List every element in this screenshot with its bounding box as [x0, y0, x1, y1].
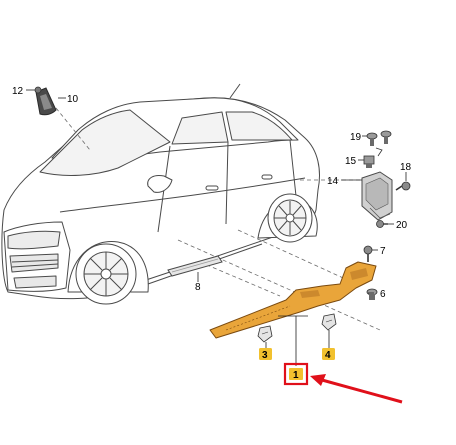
front-wheel — [75, 243, 137, 305]
svg-text:1: 1 — [293, 370, 299, 381]
car-grille-slats — [11, 259, 59, 268]
part-15-clip[interactable] — [363, 155, 375, 168]
part-20-screw[interactable] — [376, 220, 389, 228]
callout-8: 8 — [195, 282, 201, 293]
car-illustration — [1, 83, 320, 300]
callout-6: 6 — [380, 289, 386, 300]
car-antenna — [229, 83, 241, 99]
car-headlight — [7, 230, 61, 250]
part-19-push-clips[interactable] — [366, 130, 392, 157]
part-1-underbody-trim[interactable] — [209, 261, 377, 339]
callout-7: 7 — [380, 246, 386, 257]
svg-text:3: 3 — [262, 350, 268, 361]
callout-1-selected[interactable]: 1 — [283, 362, 309, 386]
car-lower-intake — [13, 275, 57, 289]
part-18-bolt[interactable] — [395, 181, 411, 191]
part-14-bracket[interactable] — [361, 171, 393, 221]
part-8-trim-strip[interactable] — [167, 255, 223, 277]
car-rear-door-handle — [261, 174, 273, 180]
part-10-triangle-cover[interactable] — [35, 87, 57, 116]
car-front-window — [171, 111, 229, 145]
car-side-mirror — [147, 175, 173, 193]
leader-1 — [278, 315, 308, 366]
callout-4-badge[interactable]: 4 — [322, 348, 335, 361]
part-7-screw[interactable] — [363, 245, 373, 262]
car-character-line — [59, 177, 306, 213]
rear-wheel — [267, 193, 313, 243]
callout-15: 15 — [345, 156, 357, 167]
car-rear-window — [225, 111, 293, 141]
car-grille — [9, 253, 59, 273]
car-windshield — [39, 109, 171, 176]
callout-3-badge[interactable]: 3 — [259, 348, 272, 361]
callout-18: 18 — [400, 162, 412, 173]
callout-12: 12 — [12, 86, 24, 97]
part-3-clip[interactable] — [257, 325, 273, 343]
callout-20: 20 — [396, 220, 408, 231]
part-6-clip[interactable] — [366, 288, 378, 300]
car-front-door-handle — [205, 185, 219, 191]
callout-10: 10 — [67, 94, 79, 105]
svg-text:4: 4 — [325, 350, 331, 361]
part-12-clip[interactable] — [34, 86, 42, 94]
callout-14: 14 — [327, 176, 339, 187]
callout-19: 19 — [350, 132, 362, 143]
part-4-clip[interactable] — [321, 313, 337, 331]
pointer-arrow — [310, 374, 403, 404]
